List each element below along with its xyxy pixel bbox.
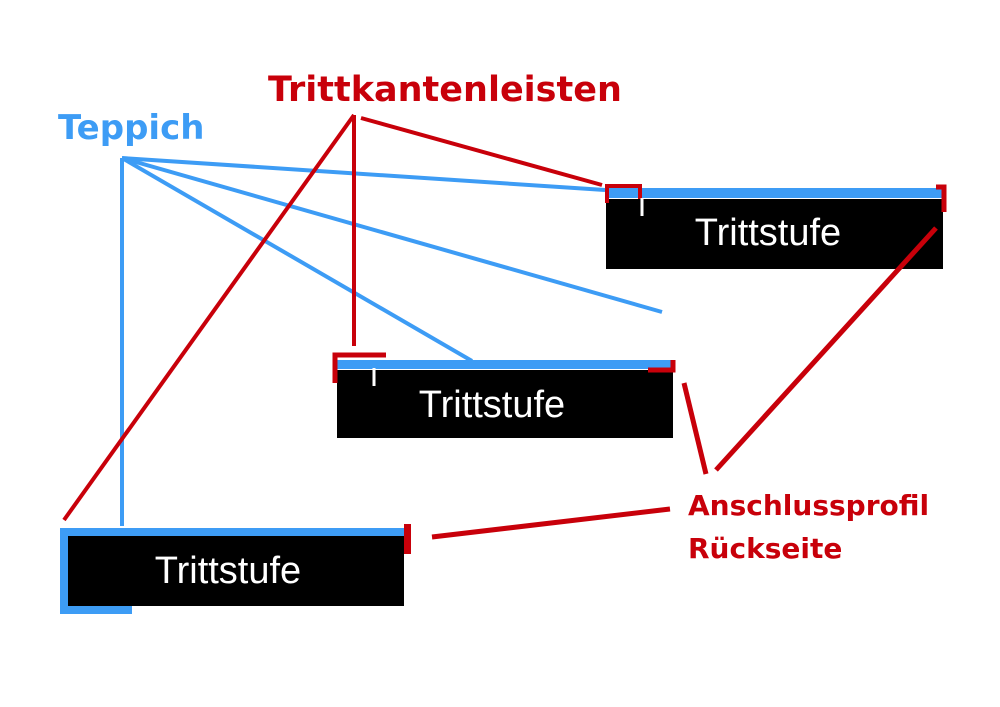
edge-strip-top (605, 184, 642, 203)
carpet-leaders (120, 156, 663, 526)
carpet-bottom-foot (60, 606, 132, 614)
carpet-bottom-top (60, 528, 404, 536)
carpet-leader-2 (120, 156, 474, 363)
tread-middle: Trittstufe (332, 352, 676, 438)
tread-bottom-label: Trittstufe (155, 550, 301, 592)
rear-profile-top (936, 184, 947, 212)
rear-leader-2 (681, 382, 709, 475)
tread-top-label: Trittstufe (695, 212, 841, 254)
carpet-leader-4 (121, 156, 606, 192)
rear-profile-label-line2: Rückseite (688, 532, 842, 565)
edge-strips-label: Trittkantenleisten (268, 70, 622, 110)
rear-profile-label-line1: Anschlussprofil (688, 489, 929, 522)
tread-bottom: Trittstufe (60, 524, 411, 614)
rear-profile-middle (648, 360, 676, 373)
carpet-middle-top (337, 360, 673, 369)
rear-leader-3 (714, 226, 938, 472)
carpet-leader-3 (121, 156, 663, 314)
edge-leader-3 (360, 116, 603, 187)
rear-profile-leaders (431, 226, 938, 540)
rear-profile-bottom (404, 524, 411, 554)
tread-bottom-block (64, 536, 404, 606)
carpet-bottom-front (60, 528, 68, 614)
edge-leader-1 (62, 113, 356, 522)
edge-strip-middle (332, 352, 386, 383)
tread-top: Trittstufe (605, 184, 947, 269)
carpet-top-top (606, 188, 943, 198)
tread-top-block (606, 199, 943, 269)
tread-middle-label: Trittstufe (419, 384, 565, 426)
carpet-label: Teppich (58, 108, 204, 148)
tread-middle-block (337, 370, 673, 438)
rear-leader-1 (431, 506, 671, 540)
edge-strip-leaders (62, 113, 603, 522)
